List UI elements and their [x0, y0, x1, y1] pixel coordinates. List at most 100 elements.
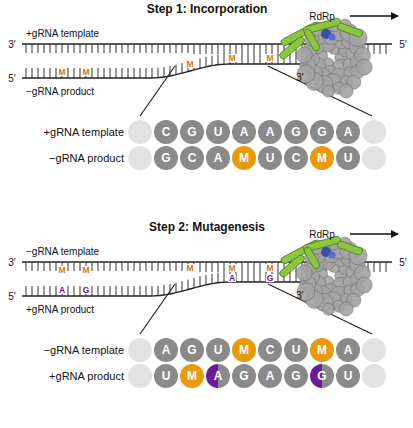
faded-base: [128, 364, 152, 388]
base-circle: M: [310, 146, 334, 170]
base-circle: M: [232, 146, 256, 170]
base-letter: M: [185, 60, 194, 69]
base-letter: A: [240, 126, 249, 138]
base-circle: G: [284, 120, 308, 144]
base-letter: A: [344, 126, 353, 138]
base-letter: U: [344, 152, 353, 164]
step-title: Step 2: Mutagenesis: [149, 221, 265, 234]
replication-step: [22, 234, 398, 388]
strand-end: 5′: [8, 291, 15, 302]
base-circle: A: [336, 338, 360, 362]
base-letter: A: [214, 370, 223, 382]
base-letter: G: [291, 370, 300, 382]
base-letter: M: [187, 370, 197, 382]
base-circle: U: [284, 338, 308, 362]
base-letter: U: [266, 152, 275, 164]
base-letter: A: [162, 344, 171, 356]
rdrp-protein: [278, 236, 372, 316]
base-letter: A: [344, 344, 353, 356]
step-title: Step 1: Incorporation: [147, 3, 268, 16]
base-circle: C: [284, 146, 308, 170]
base-letter: A: [266, 126, 275, 138]
strand-label: RdRp: [309, 229, 335, 240]
base-circle: U: [154, 364, 178, 388]
base-letter: C: [266, 344, 275, 356]
row-label: +gRNA template: [44, 126, 124, 138]
strand-end: 3′: [296, 72, 303, 83]
base-circle: G: [310, 120, 334, 144]
row-label: −gRNA template: [44, 344, 124, 356]
faded-base: [362, 120, 386, 144]
base-letter: G: [187, 126, 196, 138]
strand-end: 5′: [399, 257, 406, 268]
base-letter: A: [266, 370, 275, 382]
product-strand: [22, 64, 318, 78]
base-circle: U: [258, 146, 282, 170]
row-label: −gRNA product: [49, 152, 124, 164]
strand-label: −gRNA template: [26, 246, 99, 257]
row-label: +gRNA product: [49, 370, 124, 382]
base-circle: C: [258, 338, 282, 362]
faded-base: [128, 146, 152, 170]
base-letter: M: [265, 264, 274, 273]
base-circle: A: [258, 120, 282, 144]
base-circle: A: [232, 120, 256, 144]
base-letter: M: [57, 266, 66, 275]
base-circle: A: [206, 364, 230, 388]
base-circle: G: [284, 364, 308, 388]
strand-label: RdRp: [309, 11, 335, 22]
base-letter: M: [317, 344, 327, 356]
base-letter: G: [161, 152, 170, 164]
base-letter: M: [239, 344, 249, 356]
strand-end: 3′: [8, 39, 15, 50]
strand-end: 3′: [8, 257, 15, 268]
faded-base: [362, 364, 386, 388]
faded-base: [362, 338, 386, 362]
base-letter: M: [227, 264, 236, 273]
base-circle: U: [336, 146, 360, 170]
base-letter: M: [81, 266, 90, 275]
strand-end: 5′: [399, 39, 406, 50]
base-circle: U: [336, 364, 360, 388]
base-letter: M: [57, 68, 66, 77]
base-letter: G: [317, 126, 326, 138]
base-circle: A: [206, 146, 230, 170]
base-letter: U: [214, 344, 223, 356]
base-letter: M: [239, 152, 249, 164]
base-letter: C: [188, 152, 197, 164]
base-circle: A: [154, 338, 178, 362]
faded-base: [128, 338, 152, 362]
base-circle: M: [310, 338, 334, 362]
base-circle: A: [336, 120, 360, 144]
base-letter: A: [58, 286, 66, 295]
product-strand: [22, 282, 318, 296]
base-circle: G: [232, 364, 256, 388]
base-circle: C: [154, 120, 178, 144]
base-circle: C: [180, 146, 204, 170]
base-circle: G: [154, 146, 178, 170]
faded-base: [128, 120, 152, 144]
base-letter: G: [82, 286, 91, 295]
base-circle: G: [180, 338, 204, 362]
base-circle: U: [206, 338, 230, 362]
base-letter: M: [265, 54, 274, 63]
base-letter: C: [292, 152, 301, 164]
base-letter: A: [228, 274, 236, 283]
base-letter: U: [344, 370, 353, 382]
zoom-line: [140, 284, 175, 334]
base-letter: G: [317, 370, 326, 382]
product-ticks: [26, 54, 314, 78]
strand-label: −gRNA product: [26, 86, 94, 97]
direction-arrow: [350, 15, 398, 16]
product-ticks: [26, 272, 314, 296]
zoom-line: [140, 66, 175, 116]
base-letter: G: [291, 126, 300, 138]
base-letter: G: [239, 370, 248, 382]
base-circle: M: [180, 364, 204, 388]
base-letter: M: [81, 68, 90, 77]
base-letter: M: [227, 54, 236, 63]
faded-base: [362, 146, 386, 170]
strand-label: +gRNA template: [26, 28, 99, 39]
direction-arrow: [350, 233, 398, 234]
base-circle: U: [206, 120, 230, 144]
